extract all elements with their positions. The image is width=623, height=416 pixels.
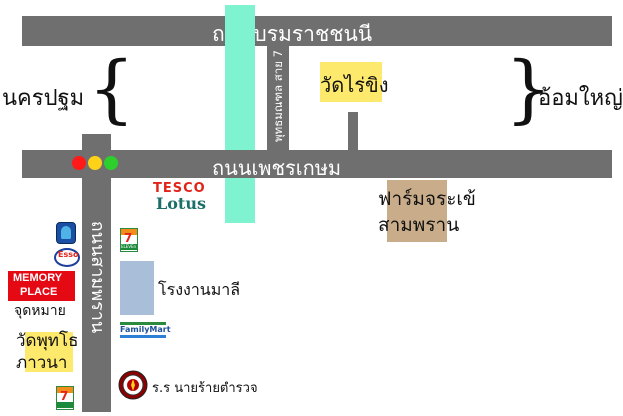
tesco-logo-bottom: Lotus <box>156 194 206 213</box>
place-nakhon-pathom: นครปฐม <box>2 86 85 111</box>
place-meeting-point: จุดหมาย <box>14 303 66 319</box>
place-factory: โรงงานมาลี <box>158 280 241 299</box>
road-sam-phran <box>82 134 111 412</box>
road-phetkasem <box>22 150 612 178</box>
seven-eleven-sub: ELEVEn <box>121 244 137 249</box>
wat-phuttho-box <box>25 332 73 372</box>
traffic-light-yellow <box>88 156 102 170</box>
wat-rai-khing-box <box>320 62 382 102</box>
familymart-logo-bar-bottom <box>120 335 166 338</box>
memory-place-badge <box>8 271 75 301</box>
wat-rai-khing-connector <box>348 112 358 150</box>
place-wat-phuttho: วัดพุทโธ ภาวนา <box>16 331 79 373</box>
ptt-logo-icon <box>56 222 76 244</box>
seven-eleven-logo-icon-bottom <box>56 386 74 410</box>
police-school-emblem-icon <box>118 370 148 400</box>
place-crocodile-farm: ฟาร์มจระเข้ สามพราน <box>378 188 476 236</box>
tesco-logo-top: TESCO <box>153 181 206 196</box>
esso-logo-text: Esso <box>58 250 79 259</box>
seven-eleven-logo-icon <box>120 228 138 252</box>
seven-eleven-number: 7 <box>124 231 133 245</box>
left-brace-icon: { <box>88 46 136 132</box>
right-brace-icon: } <box>505 46 553 132</box>
road-label-phutthamonthon-7: พุทธมณฑล สาย 7 <box>271 50 285 142</box>
cyan-highlight-strip <box>225 5 255 223</box>
esso-logo-icon <box>54 248 80 267</box>
factory-box <box>120 261 154 315</box>
memory-place-line2: PLACE <box>20 286 58 298</box>
crocodile-farm-box <box>387 180 447 242</box>
place-om-yai: อ้อมใหญ่ <box>538 86 623 111</box>
place-police-school: ร.ร นายร้ายตำรวจ <box>152 381 258 396</box>
memory-place-line1: MEMORY <box>13 272 63 284</box>
road-label-left: ถนนสามพราน <box>87 220 108 334</box>
traffic-light-green <box>104 156 118 170</box>
road-borommaratchachonnani <box>22 16 612 46</box>
road-label-middle: ถนนเพชรเกษม <box>212 156 342 180</box>
road-phutthamonthon-7 <box>267 46 289 150</box>
familymart-logo-text: FamilyMart <box>120 325 171 334</box>
place-wat-rai-khing: วัดไร่ขิง <box>320 73 389 97</box>
traffic-light-red <box>72 156 86 170</box>
seven-eleven-number-bottom: 7 <box>60 389 69 403</box>
familymart-logo-bar <box>120 322 166 325</box>
